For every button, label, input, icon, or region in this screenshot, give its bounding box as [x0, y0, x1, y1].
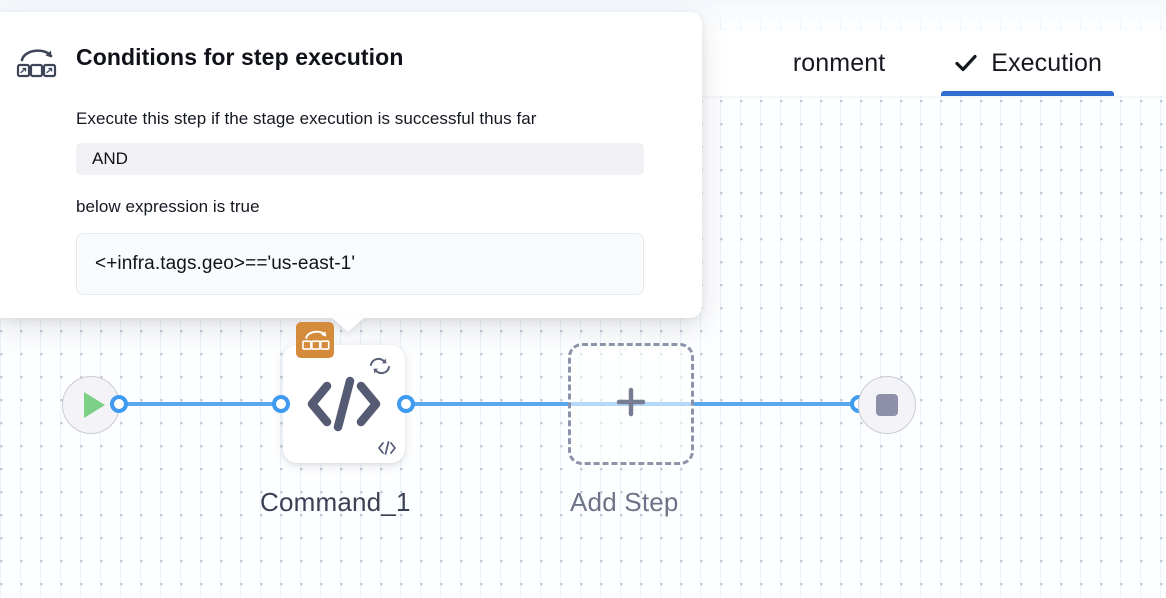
tab-environment[interactable]: ronment [789, 30, 889, 96]
tab-active-underline [941, 91, 1114, 96]
edge-start-to-command [112, 402, 292, 406]
condition-line-2: below expression is true [76, 197, 260, 216]
popover-title: Conditions for step execution [76, 44, 404, 70]
tab-execution-label: Execution [991, 48, 1102, 77]
tab-execution[interactable]: Execution [941, 30, 1114, 96]
edge-command-to-addstep [398, 402, 638, 406]
add-step-button[interactable] [568, 343, 694, 465]
node-type-badge [296, 322, 334, 358]
node-command-1-label: Command_1 [260, 487, 411, 517]
port-command-input[interactable] [272, 395, 290, 413]
code-icon [377, 439, 397, 457]
popover-body: Execute this step if the stage execution… [14, 109, 664, 295]
stop-icon [876, 394, 898, 416]
tab-bar: ronment Execution [0, 30, 1166, 96]
add-step-label: Add Step [570, 487, 679, 517]
step-conditions-popover: Conditions for step execution Execute th… [0, 12, 702, 318]
condition-operator-value: AND [92, 149, 128, 168]
plus-icon [611, 382, 651, 427]
check-icon [953, 50, 979, 76]
end-node[interactable] [858, 376, 916, 434]
command-step-icon [14, 38, 58, 89]
condition-expression-field[interactable]: <+infra.tags.geo>=='us-east-1' [76, 233, 644, 295]
popover-header: Conditions for step execution [14, 38, 664, 89]
condition-line-1: Execute this step if the stage execution… [76, 109, 537, 128]
play-icon [84, 392, 105, 418]
condition-expression-value: <+infra.tags.geo>=='us-east-1' [95, 253, 356, 274]
command-step-icon [301, 327, 330, 354]
tab-environment-label: ronment [792, 48, 886, 77]
condition-operator-field[interactable]: AND [76, 143, 644, 175]
port-command-output[interactable] [397, 395, 415, 413]
popover-arrow [330, 316, 366, 332]
code-icon [283, 345, 405, 463]
edge-addstep-to-end [630, 402, 870, 406]
node-command-1[interactable] [283, 322, 405, 463]
port-start-output[interactable] [110, 395, 128, 413]
